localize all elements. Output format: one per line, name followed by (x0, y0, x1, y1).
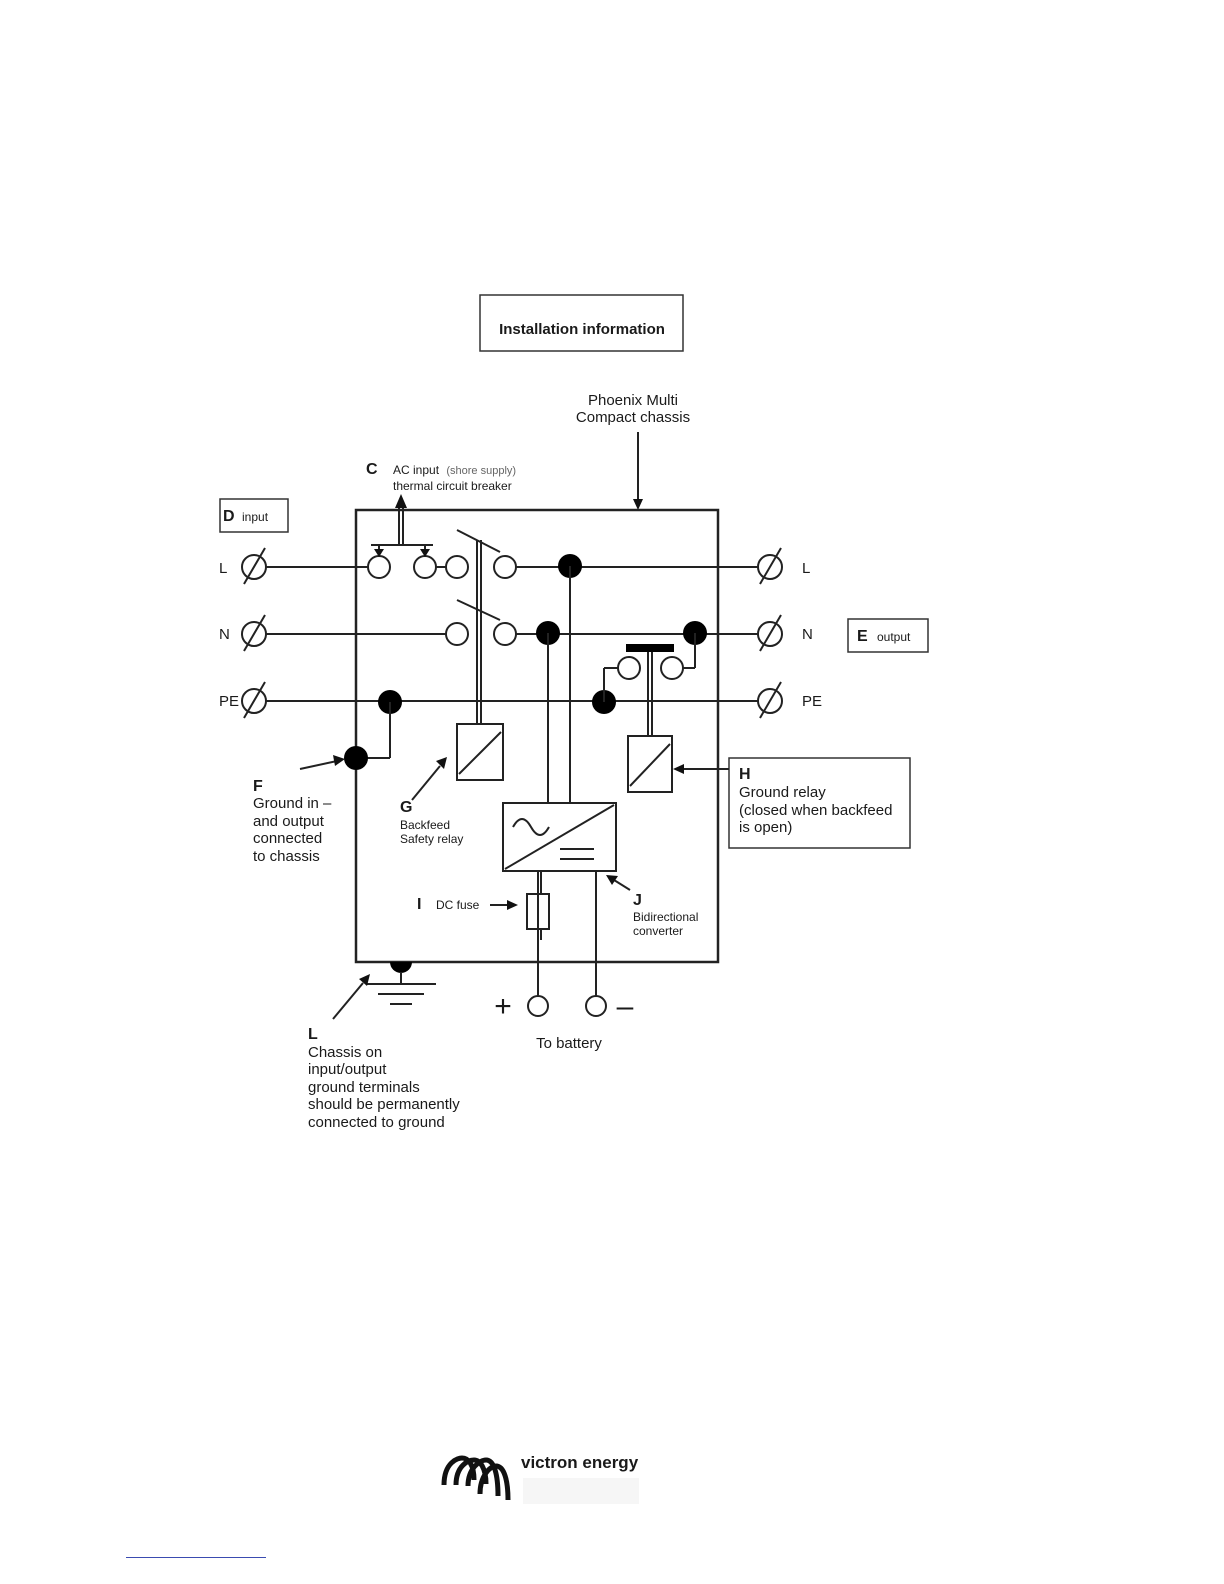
callout-l-line-3: ground terminals (308, 1079, 420, 1096)
battery-plus-sign: + (494, 990, 512, 1023)
callout-l-line-1: Chassis on (308, 1044, 382, 1061)
callout-h-line-3: is open) (739, 819, 792, 836)
callout-f-arrow-line (299, 760, 338, 770)
ac-input-letter: C (366, 461, 378, 478)
right-terminal-symbol-n (757, 614, 783, 652)
title-text: Installation information (499, 321, 665, 338)
footer-rule (126, 1557, 266, 1558)
title-box (479, 294, 684, 352)
right-terminal-l: L (802, 560, 810, 577)
callout-g-letter: G (400, 799, 412, 816)
victron-logo-icon (441, 1455, 511, 1501)
left-terminal-symbol-n (241, 614, 267, 652)
battery-minus-sign: – (617, 990, 634, 1023)
ac-input-note: (shore supply) (446, 465, 516, 477)
backfeed-relay-contact-l (456, 529, 517, 579)
callout-h-line-2: (closed when backfeed (739, 802, 892, 819)
callout-j-arrow-line (613, 879, 631, 891)
battery-label: To battery (536, 1035, 602, 1052)
callout-h-letter: H (739, 766, 751, 783)
callout-h-box (728, 757, 911, 849)
left-terminal-symbol-pe (241, 681, 267, 719)
input-box-letter: D (223, 508, 235, 525)
input-box-label: input (242, 510, 269, 524)
chassis-label-line1: Phoenix Multi (588, 392, 678, 409)
output-box-label: output (877, 630, 911, 644)
callout-l-line-5: connected to ground (308, 1114, 445, 1131)
bidirectional-converter (502, 802, 617, 872)
left-terminal-symbol-l (241, 547, 267, 585)
n-relay-input-terminal (445, 622, 469, 646)
callout-l-arrow-head (359, 974, 370, 986)
callout-i-letter: I (417, 896, 421, 913)
ac-input-label: AC input (shore supply) (393, 463, 516, 477)
battery-positive-terminal (527, 995, 549, 1017)
brand-name: victron energy (521, 1453, 639, 1472)
callout-h-arrow-head (673, 764, 684, 774)
backfeed-relay-contact-n (456, 599, 517, 646)
ac-input-subtitle: thermal circuit breaker (393, 479, 512, 493)
callout-j-line-1: Bidirectional (633, 910, 698, 924)
right-terminal-symbol-l (757, 547, 783, 585)
chassis-arrow-head (633, 499, 643, 510)
output-box-letter: E (857, 628, 868, 645)
battery-negative-terminal (585, 995, 607, 1017)
callout-g-arrow-line (411, 765, 441, 801)
ground-relay (603, 633, 696, 793)
callout-g-line-2: Safety relay (400, 832, 463, 846)
callout-g-arrow-head (436, 757, 447, 769)
output-box (847, 618, 929, 653)
callout-l-line-2: input/output (308, 1061, 387, 1078)
callout-j-letter: J (633, 892, 642, 909)
callout-f-letter: F (253, 778, 263, 795)
brand-underlay (523, 1478, 639, 1504)
callout-g-line-1: Backfeed (400, 818, 450, 832)
ac-input-title: AC input (393, 463, 440, 477)
callout-j-arrow-head (606, 875, 618, 885)
chassis-label-line2: Compact chassis (576, 409, 690, 426)
callout-l-letter: L (308, 1026, 318, 1043)
callout-f-line-1: Ground in – (253, 795, 332, 812)
callout-f-line-4: to chassis (253, 848, 320, 865)
callout-f-line-2: and output (253, 813, 325, 830)
left-terminal-n: N (219, 626, 230, 643)
callout-j-line-2: converter (633, 924, 683, 938)
callout-h-line-1: Ground relay (739, 784, 826, 801)
callout-f-line-3: connected (253, 830, 322, 847)
callout-i-arrow-head (507, 900, 518, 910)
input-box (219, 498, 289, 533)
right-terminal-symbol-pe (757, 681, 783, 719)
callout-l-line-4: should be permanently (308, 1096, 460, 1113)
left-terminal-l: L (219, 560, 227, 577)
ac-input-breaker (367, 494, 469, 579)
chassis-ground-symbol (366, 962, 436, 1005)
chassis-ground-node (344, 746, 368, 770)
right-terminal-n: N (802, 626, 813, 643)
right-terminal-pe: PE (802, 693, 822, 710)
left-terminal-pe: PE (219, 693, 239, 710)
callout-f-arrow-head (333, 755, 345, 766)
callout-l-arrow-line (332, 982, 364, 1020)
backfeed-relay-coil (456, 540, 504, 781)
callout-i-label: DC fuse (436, 898, 480, 912)
